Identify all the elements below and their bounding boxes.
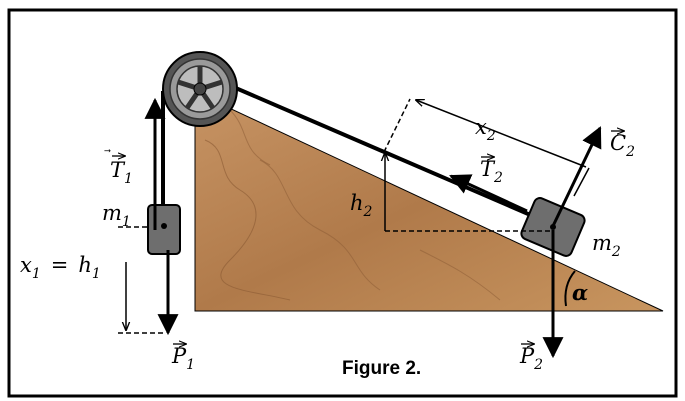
label-m1: m1 [102, 201, 131, 230]
label-T2: T2 [480, 157, 503, 186]
figure-caption: Figure 2. [342, 358, 421, 379]
label-x1-h1: x1=h1 [20, 253, 101, 282]
angle-arc [564, 270, 576, 307]
dash-x2-start [383, 98, 411, 153]
mass-m1 [147, 204, 181, 255]
dash-x2-end [573, 167, 590, 197]
label-T1: T1 [110, 158, 133, 187]
force-T2-arrow [449, 174, 528, 213]
label-P1: P1 [171, 344, 195, 373]
label-P2: P2 [519, 344, 543, 373]
rope-incline [179, 62, 557, 228]
force-C2-arrow [551, 126, 602, 227]
label-C2: C2 [610, 131, 635, 160]
label-m2: m2 [592, 231, 621, 260]
x2-arrow [416, 100, 587, 168]
label-h2: h2 [350, 191, 373, 220]
label-alpha: α [572, 280, 588, 305]
incline-block [194, 91, 664, 312]
label-x2: x2 [475, 115, 496, 144]
pulley-icon [162, 51, 238, 127]
